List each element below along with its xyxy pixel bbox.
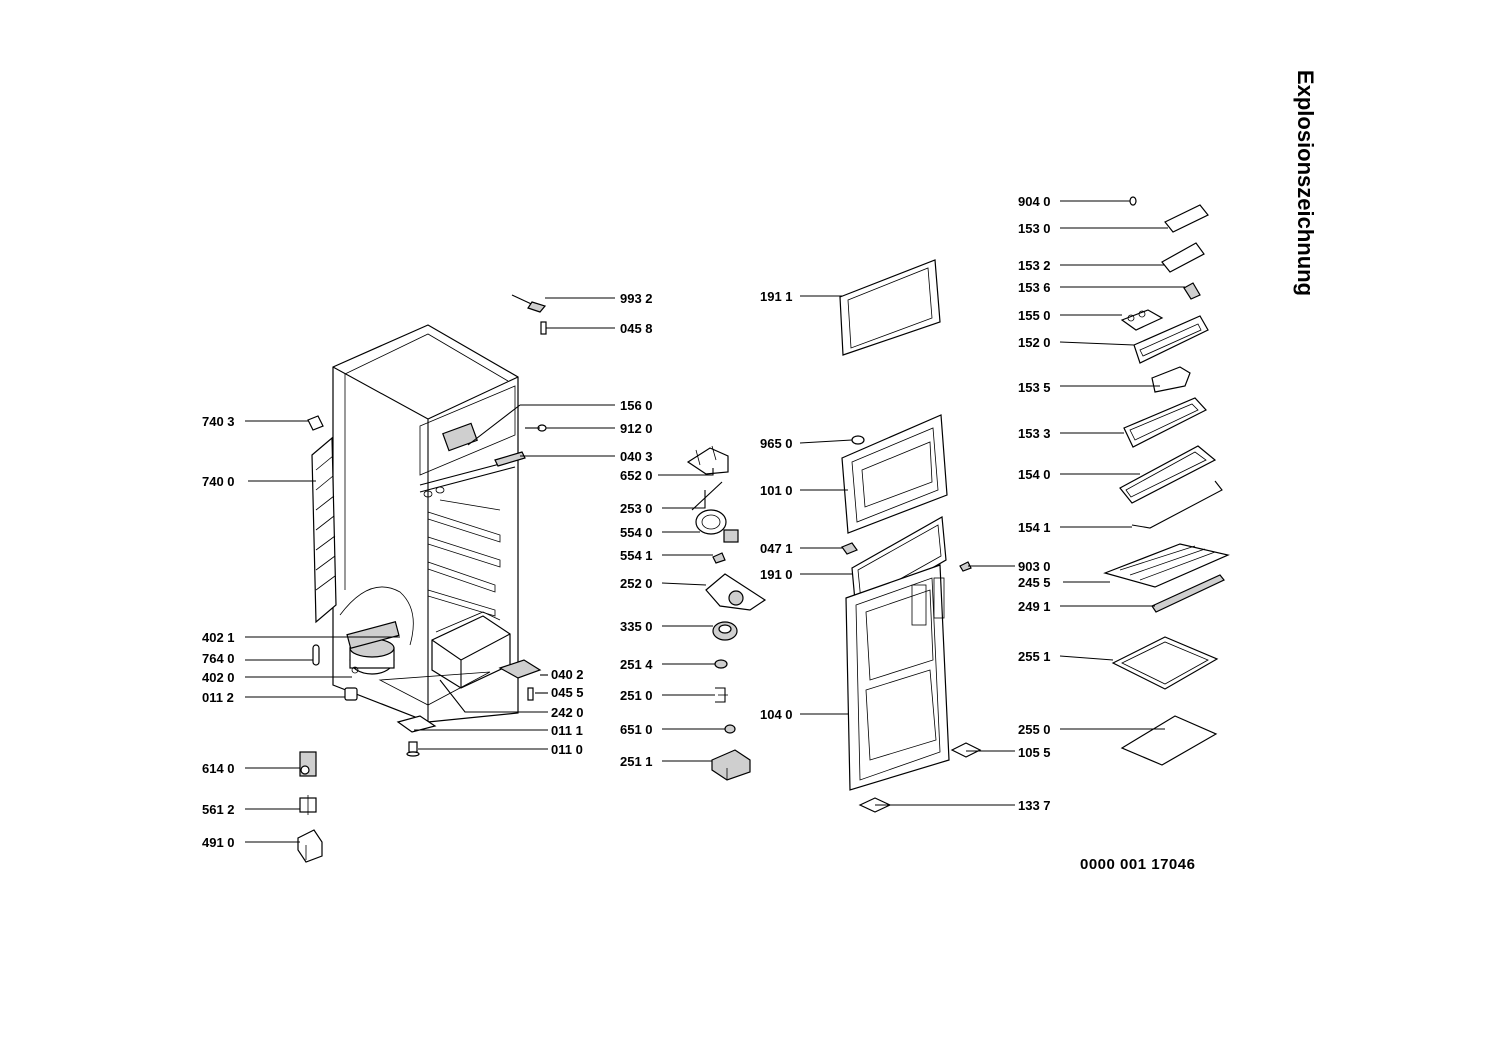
- label-335-0: 335 0: [620, 619, 653, 634]
- door-bins-and-shelves: [1103, 196, 1230, 766]
- label-105-5: 105 5: [1018, 745, 1051, 760]
- label-011-2: 011 2: [202, 690, 234, 705]
- label-040-3: 040 3: [620, 449, 653, 464]
- label-402-0: 402 0: [202, 670, 235, 685]
- door-assembly: [839, 259, 982, 813]
- label-251-4: 251 4: [620, 657, 653, 672]
- label-242-0: 242 0: [551, 705, 584, 720]
- label-652-0: 652 0: [620, 468, 653, 483]
- label-965-0: 965 0: [760, 436, 793, 451]
- label-133-7: 133 7: [1018, 798, 1051, 813]
- label-047-1: 047 1: [760, 541, 793, 556]
- label-249-1: 249 1: [1018, 599, 1051, 614]
- label-993-2: 993 2: [620, 291, 653, 306]
- compressor: [346, 621, 400, 675]
- label-040-2: 040 2: [551, 667, 584, 682]
- part-number-labels: 993 2 045 8 156 0 912 0 040 3 652 0 253 …: [202, 194, 1051, 850]
- label-255-1: 255 1: [1018, 649, 1051, 664]
- label-153-3: 153 3: [1018, 426, 1051, 441]
- label-045-8: 045 8: [620, 321, 653, 336]
- label-904-0: 904 0: [1018, 194, 1051, 209]
- label-045-5: 045 5: [551, 685, 584, 700]
- label-561-2: 561 2: [202, 802, 235, 817]
- label-154-0: 154 0: [1018, 467, 1051, 482]
- label-251-1: 251 1: [620, 754, 653, 769]
- label-153-0: 153 0: [1018, 221, 1051, 236]
- label-253-0: 253 0: [620, 501, 653, 516]
- label-011-0: 011 0: [551, 742, 583, 757]
- label-614-0: 614 0: [202, 761, 235, 776]
- leader-lines: [245, 200, 1185, 843]
- label-903-0: 903 0: [1018, 559, 1051, 574]
- label-155-0: 155 0: [1018, 308, 1051, 323]
- label-740-3: 740 3: [202, 414, 235, 429]
- label-191-0: 191 0: [760, 567, 793, 582]
- label-251-0: 251 0: [620, 688, 653, 703]
- label-402-1: 402 1: [202, 630, 235, 645]
- label-255-0: 255 0: [1018, 722, 1051, 737]
- label-154-1: 154 1: [1018, 520, 1051, 535]
- label-764-0: 764 0: [202, 651, 235, 666]
- label-152-0: 152 0: [1018, 335, 1051, 350]
- label-651-0: 651 0: [620, 722, 653, 737]
- label-252-0: 252 0: [620, 576, 653, 591]
- label-156-0: 156 0: [620, 398, 653, 413]
- label-912-0: 912 0: [620, 421, 653, 436]
- condenser-coil: [311, 436, 337, 624]
- label-153-2: 153 2: [1018, 258, 1051, 273]
- middle-parts: [686, 445, 767, 781]
- label-153-5: 153 5: [1018, 380, 1051, 395]
- label-491-0: 491 0: [202, 835, 235, 850]
- label-101-0: 101 0: [760, 483, 793, 498]
- label-104-0: 104 0: [760, 707, 793, 722]
- label-245-5: 245 5: [1018, 575, 1051, 590]
- label-153-6: 153 6: [1018, 280, 1051, 295]
- document-number: 0000 001 17046: [1080, 856, 1196, 873]
- label-554-0: 554 0: [620, 525, 653, 540]
- label-554-1: 554 1: [620, 548, 653, 563]
- label-740-0: 740 0: [202, 474, 235, 489]
- label-191-1: 191 1: [760, 289, 793, 304]
- small-cabinet-parts: [297, 294, 547, 863]
- label-011-1: 011 1: [551, 723, 583, 738]
